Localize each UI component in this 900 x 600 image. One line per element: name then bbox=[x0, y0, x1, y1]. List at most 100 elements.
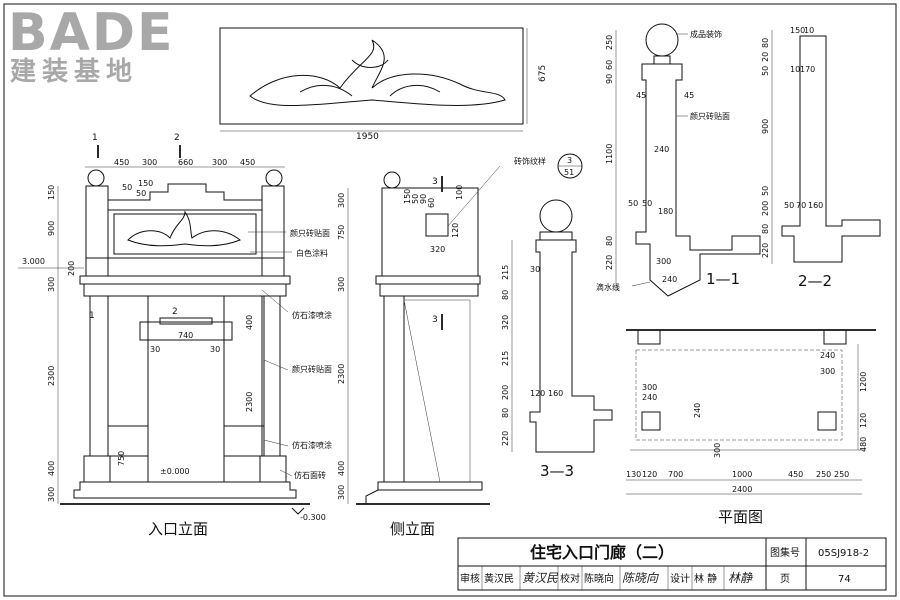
design-signature: 林静 bbox=[728, 571, 753, 585]
front-dim-inner-200: 200 bbox=[67, 261, 76, 276]
side-dim-60: 60 bbox=[427, 198, 436, 208]
ornament-panel: 1950 675 bbox=[219, 27, 548, 142]
caption-section-2-2: 2—2 bbox=[798, 272, 832, 290]
side-dim-150: 150 bbox=[403, 189, 412, 204]
section-mark-2b: 2 bbox=[172, 307, 178, 317]
plan-r120: 120 bbox=[859, 413, 868, 428]
s11-dim-60: 60 bbox=[605, 60, 614, 70]
page-number: 74 bbox=[838, 574, 851, 585]
s33-dim-215b: 215 bbox=[501, 351, 510, 366]
plan-dim-1000: 1000 bbox=[732, 470, 752, 479]
review-name: 黄汉民 bbox=[484, 572, 514, 585]
s22-dim-150: 150 bbox=[790, 26, 805, 35]
sheet-border bbox=[3, 3, 897, 597]
front-dim-top-2: 300 bbox=[142, 158, 157, 167]
review-label: 审核 bbox=[460, 572, 480, 585]
s11-note-tile: 颜只砖贴面 bbox=[690, 111, 730, 121]
front-dim-left-300: 300 bbox=[47, 277, 56, 292]
side-section-3a: 3 bbox=[432, 177, 438, 187]
s11-dim-90: 90 bbox=[605, 74, 614, 84]
plan-p240b: 240 bbox=[820, 351, 835, 360]
side-dim-300b: 300 bbox=[337, 277, 346, 292]
side-dim-120: 120 bbox=[451, 223, 460, 238]
front-dim-right-750: 750 bbox=[117, 451, 126, 466]
s11-dim-250: 250 bbox=[605, 35, 614, 50]
s11-dim-300: 300 bbox=[656, 257, 671, 266]
design-name: 林 静 bbox=[694, 572, 717, 585]
plan-dim-450: 450 bbox=[788, 470, 803, 479]
s22-dim-10b: 10 bbox=[790, 65, 800, 74]
plan-p240: 240 bbox=[642, 393, 657, 402]
plan-dim-250b: 250 bbox=[834, 470, 849, 479]
section-mark-1b: 1 bbox=[89, 311, 95, 321]
front-level-minus: -0.300 bbox=[300, 513, 326, 522]
side-elevation: 300 750 300 2300 400 300 150 50 90 60 10… bbox=[337, 153, 583, 538]
section-1-1: 250 60 90 1100 80 220 45 45 240 50 50 18… bbox=[596, 23, 761, 297]
s11-dim-45a: 45 bbox=[636, 91, 646, 100]
s22-dim-10: 10 bbox=[804, 26, 814, 35]
front-dim-right-400: 400 bbox=[245, 315, 254, 330]
front-dim-left-300b: 300 bbox=[47, 487, 56, 502]
detail-ref-sheet: 51 bbox=[564, 168, 574, 177]
check-label: 校对 bbox=[560, 572, 580, 585]
s22-dim-170: 170 bbox=[800, 65, 815, 74]
s33-dim-200: 200 bbox=[501, 385, 510, 400]
s22-dim-70: 70 bbox=[796, 201, 806, 210]
panel-width: 1950 bbox=[356, 132, 379, 142]
s33-dim-160: 160 bbox=[548, 389, 563, 398]
s33-dim-120: 120 bbox=[530, 389, 545, 398]
side-dim-2300: 2300 bbox=[337, 364, 346, 384]
design-label: 设计 bbox=[670, 572, 690, 585]
plan-dim-120: 120 bbox=[642, 470, 657, 479]
side-ornament-note: 砖饰纹样 bbox=[514, 156, 546, 166]
front-dim-top-1: 450 bbox=[114, 158, 129, 167]
plan-dim-700: 700 bbox=[668, 470, 683, 479]
s11-dim-240b: 240 bbox=[662, 275, 677, 284]
front-dim-right-2300: 2300 bbox=[245, 392, 254, 412]
front-label-stone-tile: 仿石面砖 bbox=[294, 470, 326, 480]
plan-r1200: 1200 bbox=[859, 372, 868, 392]
section-mark-1: 1 bbox=[92, 133, 98, 143]
s11-dim-80: 80 bbox=[605, 236, 614, 246]
s33-dim-320: 320 bbox=[501, 315, 510, 330]
side-dim-90: 90 bbox=[419, 194, 428, 204]
front-dim-top-5: 450 bbox=[240, 158, 255, 167]
front-dim-top-3: 660 bbox=[178, 158, 193, 167]
plan-p300c: 300 bbox=[713, 443, 722, 458]
front-label-tile2: 颜只砖贴面 bbox=[292, 364, 332, 374]
s22-dim-50: 50 bbox=[761, 66, 770, 76]
front-dim-left-400: 400 bbox=[47, 461, 56, 476]
plan-dim-250a: 250 bbox=[816, 470, 831, 479]
plan-dim-130: 130 bbox=[626, 470, 641, 479]
detail-ref-number: 3 bbox=[567, 156, 572, 165]
front-label-stone1: 仿石漆喷涂 bbox=[292, 310, 332, 320]
section-2-2: 150 10 20 50 80 10 170 900 50 200 80 220… bbox=[761, 26, 881, 290]
plan-p240c: 240 bbox=[693, 403, 702, 418]
s22-dim-50b: 50 bbox=[761, 186, 770, 196]
s11-dim-50a: 50 bbox=[628, 199, 638, 208]
s22-dim-160: 160 bbox=[808, 201, 823, 210]
side-dim-300c: 300 bbox=[337, 485, 346, 500]
side-dim-300: 300 bbox=[337, 193, 346, 208]
caption-plan: 平面图 bbox=[718, 508, 763, 526]
s22-dim-200: 200 bbox=[761, 201, 770, 216]
brand-logo: BADE 建装基地 bbox=[8, 3, 173, 87]
front-label-stone2: 仿石漆喷涂 bbox=[292, 440, 332, 450]
plan-p300: 300 bbox=[642, 383, 657, 392]
front-level-3000: 3.000 bbox=[22, 257, 45, 266]
review-signature: 黄汉民 bbox=[522, 571, 559, 585]
caption-front-elevation: 入口立面 bbox=[148, 520, 208, 538]
plan-view: 300 240 240 300 240 300 1200 120 480 130… bbox=[626, 329, 876, 526]
front-dim-opening: 740 bbox=[178, 331, 193, 340]
front-label-tile1: 颜只砖贴面 bbox=[290, 228, 330, 238]
front-dim-left-2300: 2300 bbox=[47, 366, 56, 386]
front-dim-top-4: 300 bbox=[212, 158, 227, 167]
plan-r480: 480 bbox=[859, 437, 868, 452]
s33-dim-80b: 80 bbox=[501, 408, 510, 418]
s11-dim-220: 220 bbox=[605, 255, 614, 270]
s11-dim-180: 180 bbox=[658, 207, 673, 216]
caption-section-1-1: 1—1 bbox=[706, 270, 740, 288]
drawing-title: 住宅入口门廊（二） bbox=[530, 543, 674, 562]
s11-dim-50b: 50 bbox=[642, 199, 652, 208]
atlas-label: 图集号 bbox=[770, 546, 800, 559]
